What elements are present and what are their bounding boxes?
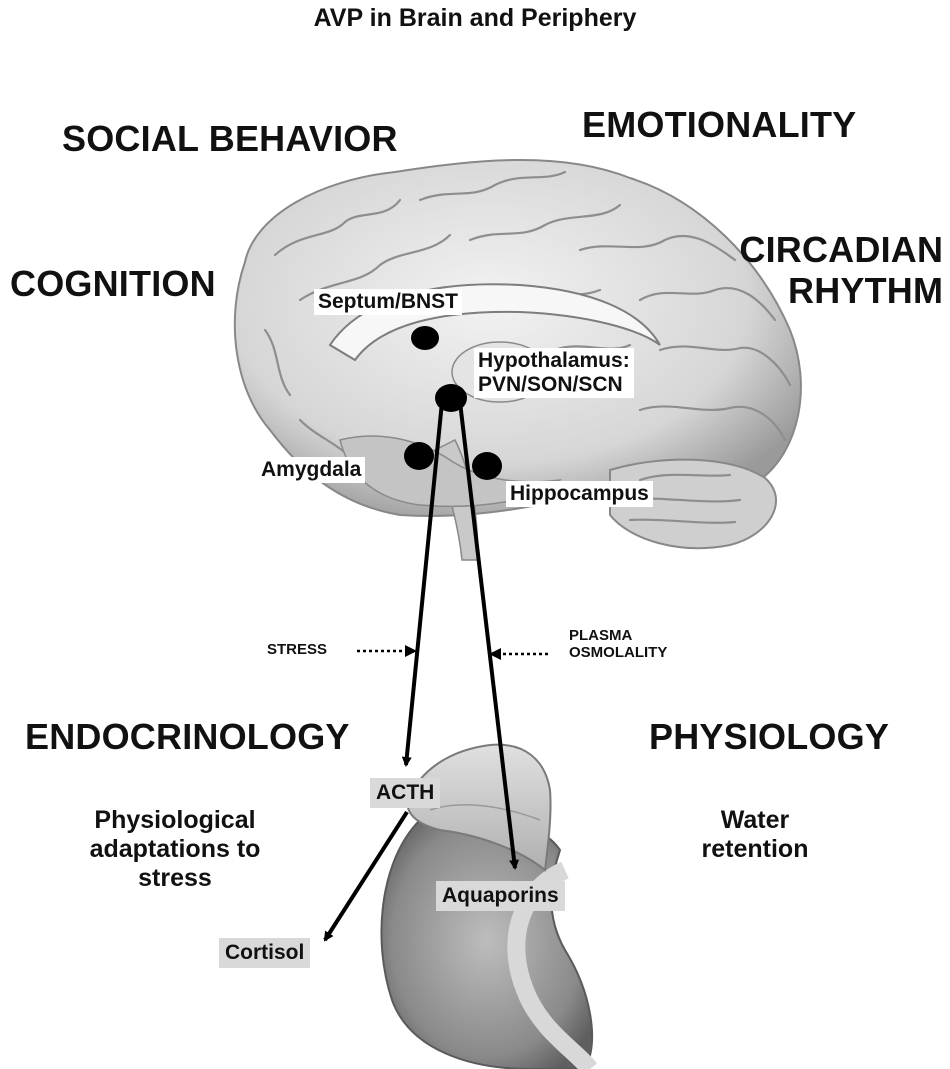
label-cognition: COGNITION	[10, 263, 216, 304]
label-hypothalamus-line2: PVN/SON/SCN	[478, 373, 630, 397]
label-plasma-osmolality: PLASMA OSMOLALITY	[569, 627, 667, 662]
label-plasma-line2: OSMOLALITY	[569, 644, 667, 661]
label-endocrinology: ENDOCRINOLOGY	[25, 716, 350, 757]
input-arrows	[357, 651, 548, 654]
label-social-behavior: SOCIAL BEHAVIOR	[62, 118, 398, 159]
label-hypothalamus-line1: Hypothalamus:	[478, 349, 630, 373]
label-cortisol: Cortisol	[219, 938, 310, 968]
label-hippocampus: Hippocampus	[506, 481, 653, 507]
label-physiology: PHYSIOLOGY	[649, 716, 889, 757]
physiology-outcome: Water retention	[650, 806, 860, 864]
endo-outcome-line1: Physiological	[40, 806, 310, 835]
figure-title: AVP in Brain and Periphery	[0, 4, 950, 33]
label-hypothalamus: Hypothalamus: PVN/SON/SCN	[474, 348, 634, 398]
label-acth: ACTH	[370, 778, 440, 808]
endocrinology-outcome: Physiological adaptations to stress	[40, 806, 310, 892]
amygdala-dot	[404, 442, 434, 470]
label-circadian-line1: CIRCADIAN	[730, 229, 943, 270]
label-emotionality: EMOTIONALITY	[582, 104, 856, 145]
septum-dot	[411, 326, 439, 350]
label-amygdala: Amygdala	[257, 457, 365, 483]
endo-outcome-line2: adaptations to	[40, 835, 310, 864]
label-plasma-line1: PLASMA	[569, 627, 667, 644]
label-aquaporins: Aquaporins	[436, 881, 565, 911]
label-stress: STRESS	[267, 641, 327, 658]
label-septum-bnst: Septum/BNST	[314, 289, 462, 315]
phys-outcome-line1: Water	[650, 806, 860, 835]
label-circadian-line2: RHYTHM	[730, 270, 943, 311]
label-circadian: CIRCADIAN RHYTHM	[730, 229, 943, 312]
hippocampus-dot	[472, 452, 502, 480]
endo-outcome-line3: stress	[40, 864, 310, 893]
phys-outcome-line2: retention	[650, 835, 860, 864]
